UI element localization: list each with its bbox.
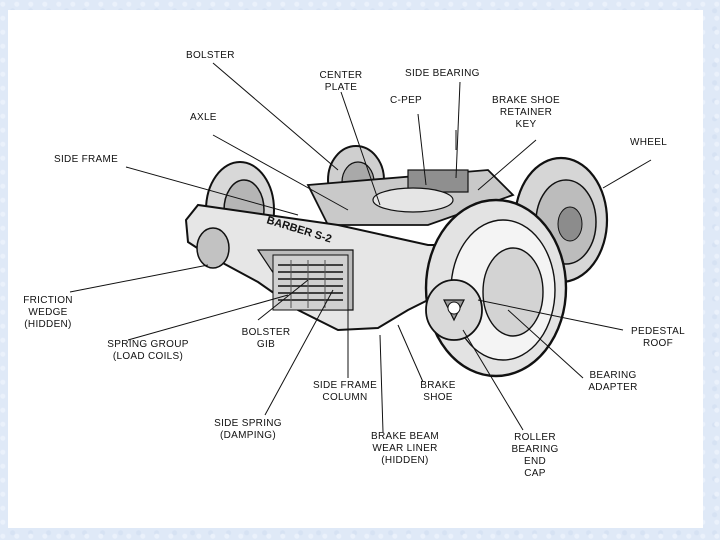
label-line: SIDE FRAME — [54, 154, 118, 165]
label-line: BRAKE — [420, 380, 455, 391]
label-line: FRICTION — [23, 295, 73, 306]
label-axle: AXLE — [190, 112, 217, 123]
label-line: BOLSTER — [186, 50, 235, 61]
label-line: SIDE FRAME — [313, 380, 377, 391]
label-spring-group: SPRING GROUP(LOAD COILS) — [107, 339, 188, 362]
label-line: BEARING — [511, 444, 558, 455]
slide-canvas: BARBER S-2 BOLSTER CENT — [8, 10, 703, 528]
label-line: WEDGE — [28, 307, 67, 318]
label-line: CAP — [524, 468, 545, 479]
bogie-illustration: BARBER S-2 — [184, 145, 609, 378]
label-line: SIDE SPRING — [214, 418, 282, 429]
label-line: PLATE — [325, 82, 357, 93]
spring-group-coils — [272, 254, 349, 311]
label-line: COLUMN — [322, 392, 367, 403]
label-side-spring: SIDE SPRING(DAMPING) — [214, 418, 282, 441]
label-line: C-PEP — [390, 95, 422, 106]
label-wheel: WHEEL — [630, 137, 667, 148]
label-bolster: BOLSTER — [186, 50, 235, 61]
label-line: WHEEL — [630, 137, 667, 148]
label-line: KEY — [516, 119, 537, 130]
label-line: AXLE — [190, 112, 217, 123]
label-line: SPRING GROUP — [107, 339, 188, 350]
label-line: CENTER — [320, 70, 363, 81]
label-line: WEAR LINER — [372, 443, 437, 454]
front-left-wheel — [196, 227, 230, 269]
label-line: PEDESTAL — [631, 326, 685, 337]
bearing-end-cap — [425, 279, 483, 341]
label-line: ADAPTER — [588, 382, 637, 393]
label-line: ROLLER — [514, 432, 556, 443]
label-line: (HIDDEN) — [381, 455, 428, 466]
label-line: RETAINER — [500, 107, 552, 118]
label-line: (LOAD COILS) — [113, 351, 183, 362]
label-line: BOLSTER — [242, 327, 291, 338]
label-line: BRAKE BEAM — [371, 431, 439, 442]
label-line: GIB — [257, 339, 275, 350]
label-line: END — [524, 456, 546, 467]
label-line: SIDE BEARING — [405, 68, 480, 79]
label-line: BRAKE SHOE — [492, 95, 560, 106]
label-line: BEARING — [589, 370, 636, 381]
label-c-pep: C-PEP — [390, 95, 422, 106]
label-side-frame: SIDE FRAME — [54, 154, 118, 165]
truck-bogie-diagram: BARBER S-2 BOLSTER CENT — [23, 50, 685, 479]
label-line: ROOF — [643, 338, 673, 349]
label-line: SHOE — [423, 392, 453, 403]
label-line: (HIDDEN) — [24, 319, 71, 330]
leader-lines — [69, 62, 652, 433]
label-side-bearing: SIDE BEARING — [405, 68, 480, 79]
label-line: (DAMPING) — [220, 430, 276, 441]
